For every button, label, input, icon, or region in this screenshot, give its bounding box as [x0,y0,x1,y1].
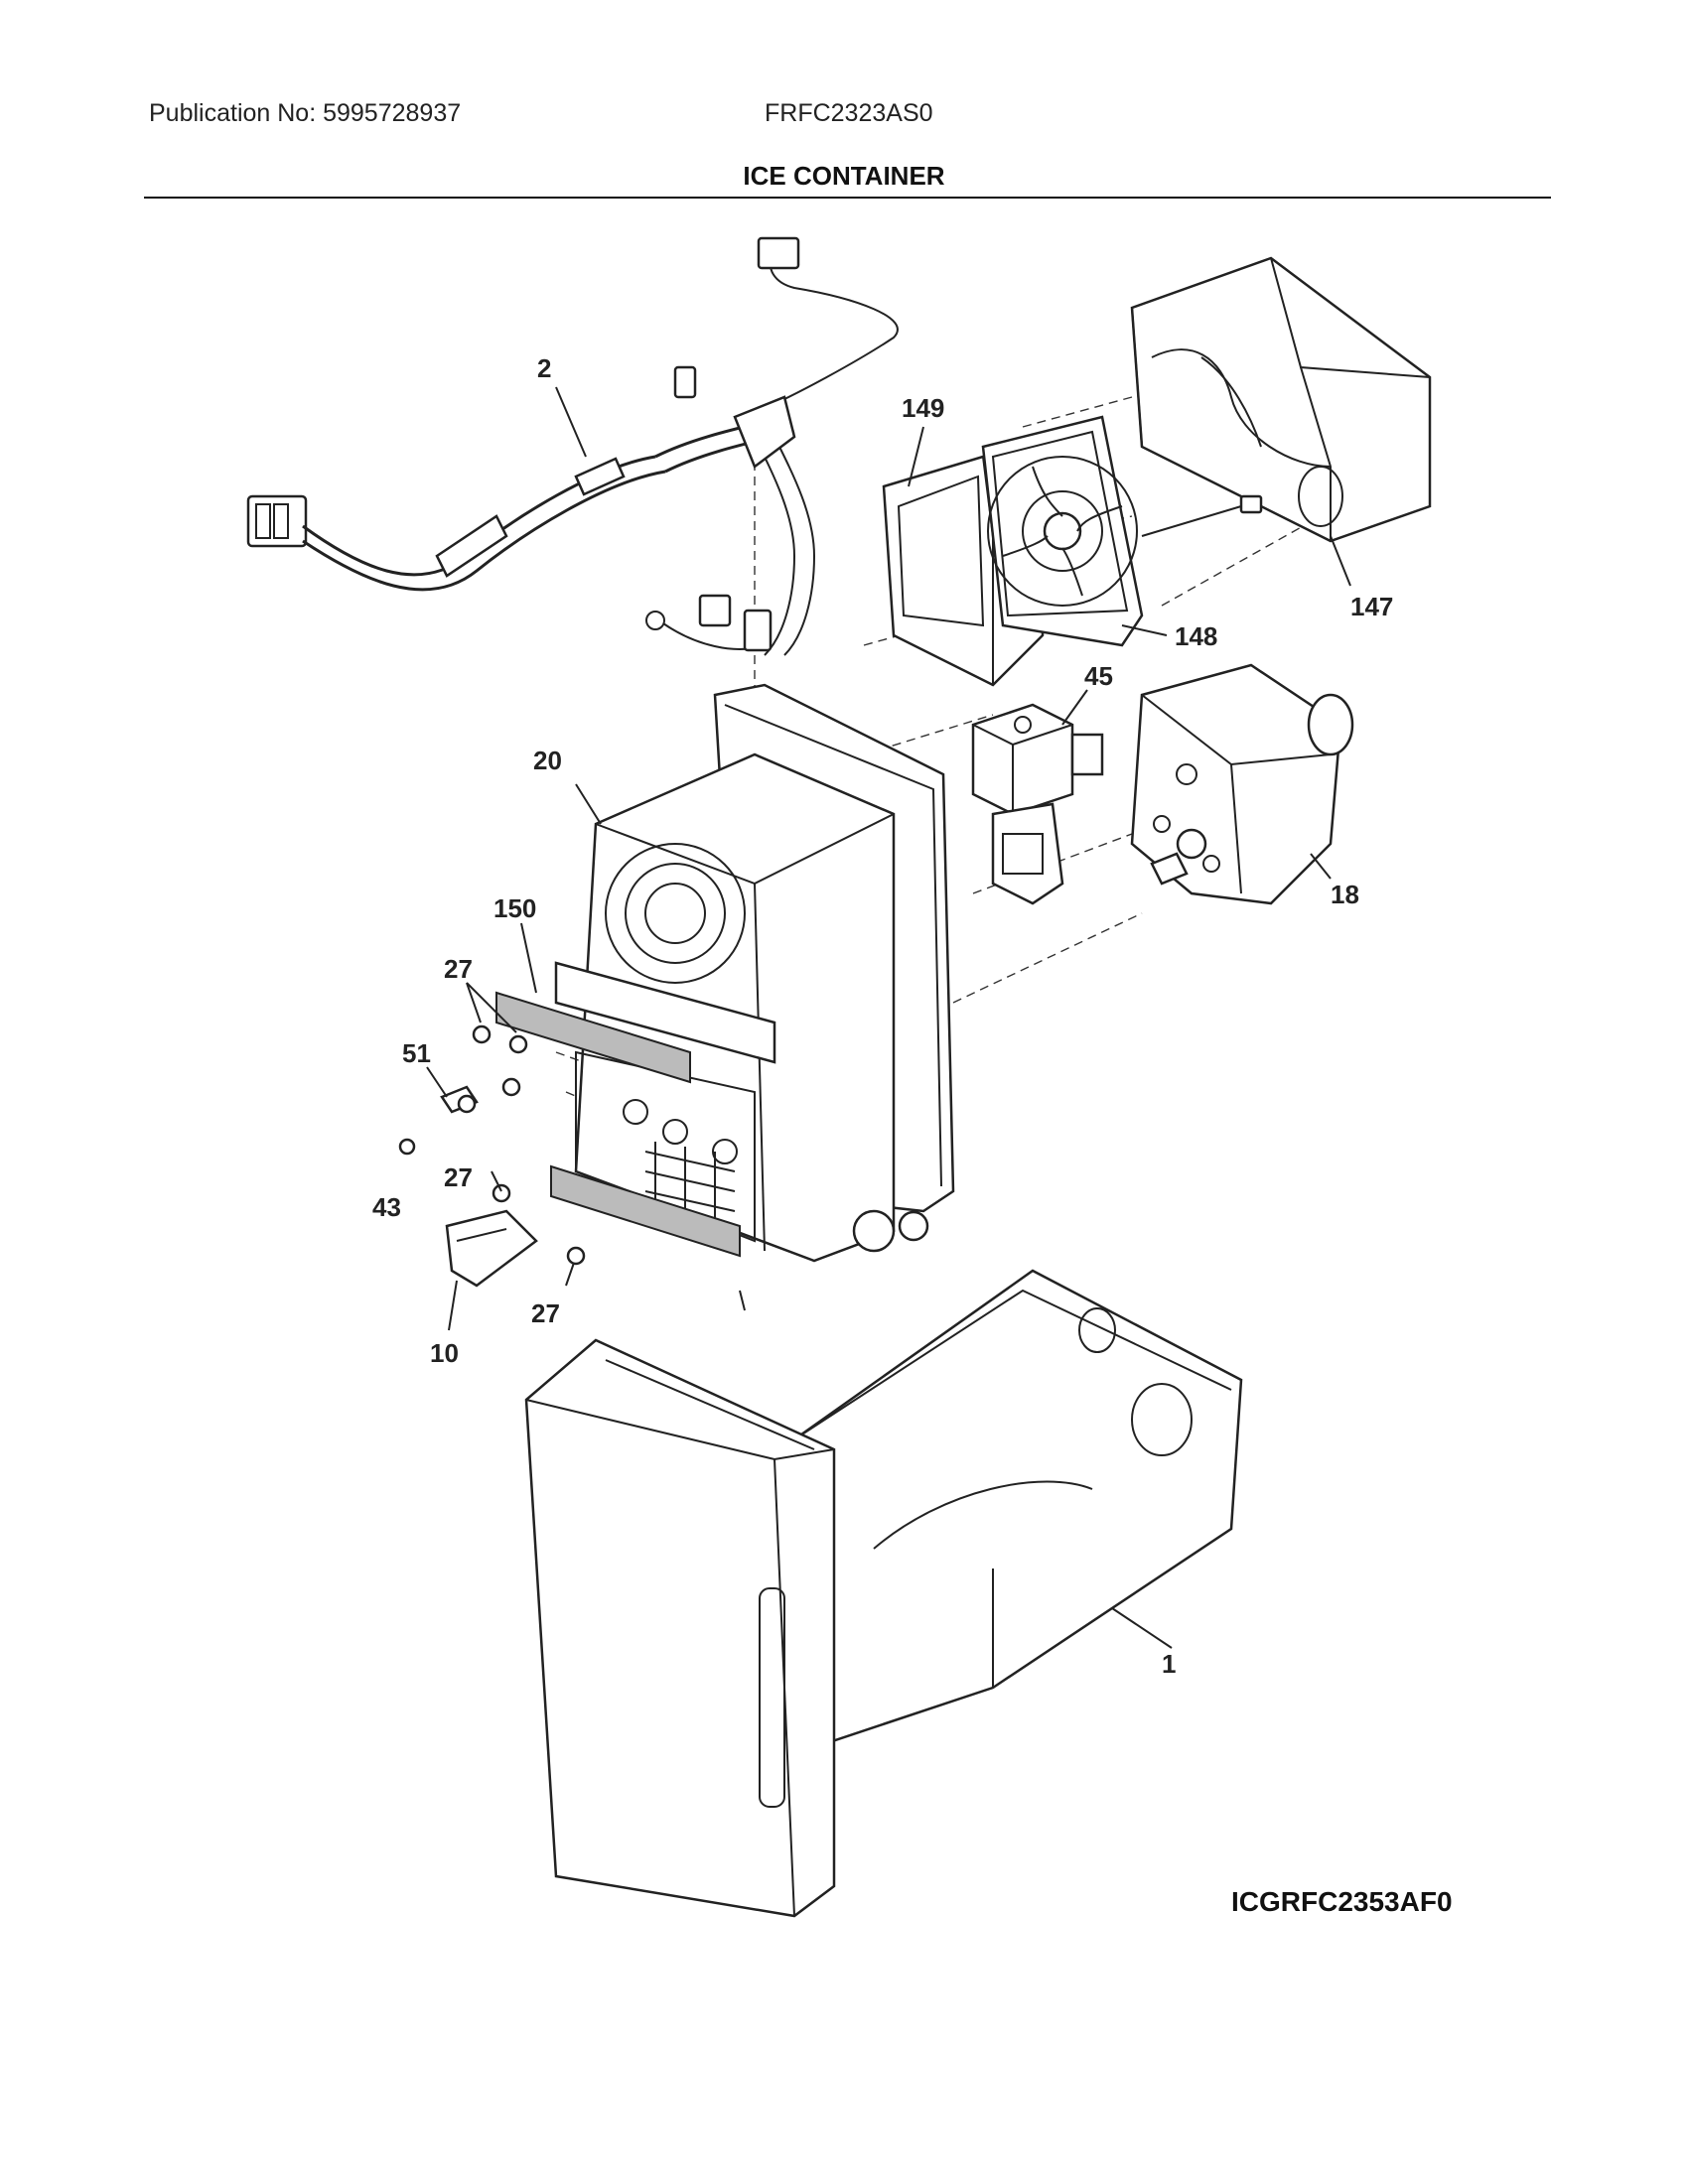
callout-labels: 2 149 148 147 45 20 18 150 27 51 27 43 2… [372,353,1393,1679]
publication-number: Publication No: 5995728937 [149,99,462,127]
ice-container [524,1269,1243,1918]
leader-lines [426,386,1351,1649]
page-title: ICE CONTAINER [743,161,945,191]
callout-43: 43 [372,1192,401,1222]
small-parts [398,1024,586,1288]
ice-duct [1130,256,1432,543]
callout-51: 51 [402,1038,431,1068]
callout-149: 150 [493,893,536,923]
diagram-reference-code: ICGRFC2353AF0 [1231,1886,1453,1917]
callout-2: 2 [537,353,551,383]
wire-harness [246,236,899,656]
callout-18: 18 [1331,880,1359,909]
gaskets [495,991,741,1258]
callout-20: 20 [533,746,562,775]
header-rule [144,197,1551,199]
callout-27-middle: 27 [444,1162,473,1192]
callout-10: 10 [430,1338,459,1368]
callout-1: 1 [1162,1649,1176,1679]
callout-147: 148 [1175,621,1217,651]
auger-motor [1130,663,1354,905]
solenoid [971,703,1104,905]
ice-maker-housing [554,683,955,1263]
callout-148: 149 [902,393,944,423]
callout-27-bottom: 27 [531,1298,560,1328]
model-number: FRFC2323AS0 [765,99,933,127]
callout-146: 147 [1350,592,1393,621]
callout-27-top: 27 [444,954,473,984]
callout-45: 45 [1084,661,1113,691]
fan [981,415,1263,647]
